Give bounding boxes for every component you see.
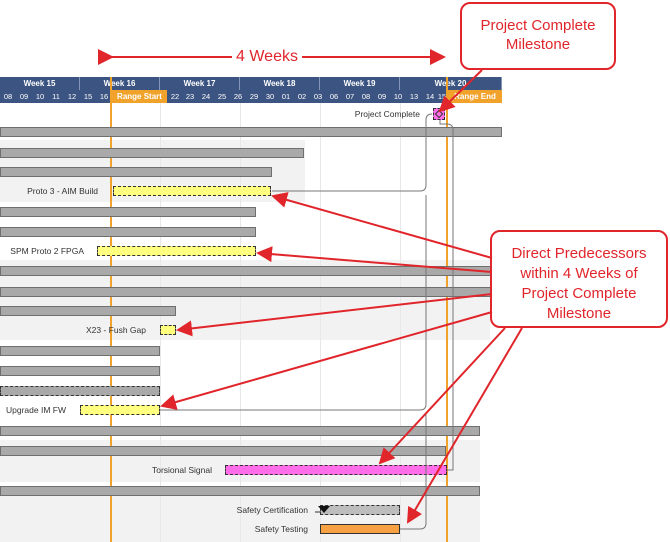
task-label: SPM Proto 2 FPGA	[10, 246, 84, 256]
callout-arrow	[176, 293, 493, 337]
day-label: 16	[96, 90, 112, 103]
day-label: 14	[422, 90, 438, 103]
summary-bar[interactable]	[0, 386, 160, 396]
day-label: 22	[168, 90, 182, 103]
summary-bar[interactable]	[0, 486, 480, 496]
day-label: 06	[326, 90, 342, 103]
day-label: 09	[374, 90, 390, 103]
day-label: 25	[214, 90, 230, 103]
task-bar-highlighted[interactable]	[80, 405, 160, 415]
range-end-line[interactable]	[446, 77, 448, 542]
week-header: Week 15	[0, 77, 80, 90]
gridline	[160, 103, 161, 542]
dependency-line	[400, 414, 427, 530]
callout-arrow	[160, 311, 493, 410]
day-label: 12	[64, 90, 80, 103]
summary-bar[interactable]	[0, 167, 272, 177]
task-label: Safety Testing	[254, 524, 308, 534]
day-label: 10	[390, 90, 406, 103]
summary-bar[interactable]	[0, 306, 176, 316]
summary-bar[interactable]	[0, 346, 160, 356]
task-bar-highlighted[interactable]	[320, 524, 400, 534]
day-label: 13	[406, 90, 422, 103]
week-header: Week 16	[80, 77, 160, 90]
task-bar-highlighted[interactable]	[97, 246, 256, 256]
task-bar-highlighted[interactable]	[225, 465, 447, 475]
summary-bar[interactable]	[0, 227, 256, 237]
range-end-tag[interactable]: Range End	[448, 90, 502, 103]
day-label: 11	[48, 90, 64, 103]
predecessors-callout: Direct Predecessors within 4 Weeks of Pr…	[490, 230, 668, 328]
callout-arrow	[438, 69, 483, 113]
range-start-tag[interactable]: Range Start	[112, 90, 167, 103]
day-label: 29	[246, 90, 262, 103]
triangle-marker-icon	[318, 506, 330, 513]
task-label: Torsional Signal	[151, 465, 212, 475]
callout-arrow	[271, 192, 493, 259]
day-label: 09	[16, 90, 32, 103]
callout-arrow	[256, 246, 493, 273]
week-header: Week 17	[160, 77, 240, 90]
task-label: Proto 3 - AIM Build	[27, 186, 98, 196]
day-label: 07	[342, 90, 358, 103]
day-label: 26	[230, 90, 246, 103]
day-label: 15	[80, 90, 96, 103]
summary-bar[interactable]	[0, 366, 160, 376]
gridline	[400, 103, 401, 542]
task-label: Safety Certification	[236, 505, 308, 515]
task-bar-highlighted[interactable]	[113, 186, 271, 196]
day-label: 02	[294, 90, 310, 103]
task-bar[interactable]	[320, 505, 400, 515]
task-bar-highlighted[interactable]	[160, 325, 176, 335]
summary-bar[interactable]	[0, 148, 304, 158]
day-label: 08	[358, 90, 374, 103]
task-label: Upgrade IM FW	[6, 405, 66, 415]
dependency-line	[160, 195, 427, 411]
week-header: Week 20	[400, 77, 502, 90]
gridline	[320, 103, 321, 542]
summary-bar[interactable]	[0, 426, 480, 436]
week-header: Week 18	[240, 77, 320, 90]
week-header: Week 19	[320, 77, 400, 90]
day-label: 30	[262, 90, 278, 103]
task-label: X23 - Fush Gap	[85, 325, 146, 335]
day-label: 01	[278, 90, 294, 103]
dependency-line	[439, 120, 454, 471]
task-label: Project Complete	[354, 109, 420, 119]
callout-arrow	[378, 327, 506, 465]
summary-bar[interactable]	[0, 127, 502, 137]
summary-bar[interactable]	[0, 207, 256, 217]
day-label: 23	[182, 90, 198, 103]
summary-bar[interactable]	[0, 446, 446, 456]
day-label: 03	[310, 90, 326, 103]
day-label: 24	[198, 90, 214, 103]
day-label: 08	[0, 90, 16, 103]
dependency-line	[272, 113, 433, 192]
duration-annotation: 4 Weeks	[232, 47, 302, 67]
milestone-callout: Project Complete Milestone	[460, 2, 616, 70]
callout-arrow	[406, 327, 523, 524]
day-label: 10	[32, 90, 48, 103]
